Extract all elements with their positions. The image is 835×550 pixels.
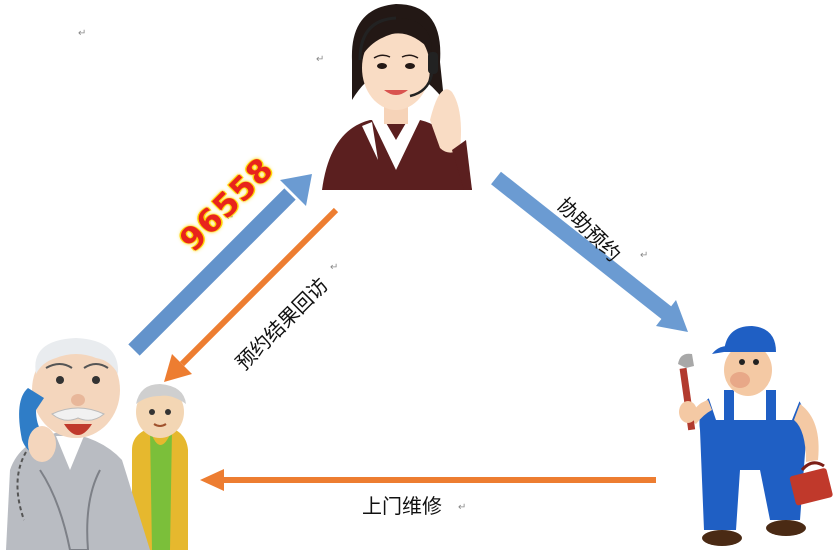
arrow-callback <box>164 207 339 382</box>
arrow-repair <box>200 469 656 491</box>
elderly-couple-illustration <box>6 338 188 550</box>
paragraph-mark: ↵ <box>640 250 649 261</box>
paragraph-mark: ↵ <box>458 502 467 513</box>
arrow-call-in <box>128 174 312 356</box>
repairman-illustration <box>678 326 833 546</box>
paragraph-mark: ↵ <box>226 212 235 223</box>
paragraph-mark: ↵ <box>78 28 87 39</box>
arrow-assist <box>491 171 688 332</box>
onsite-repair-label: 上门维修 <box>362 494 442 518</box>
operator-illustration <box>322 4 472 190</box>
paragraph-mark: ↵ <box>316 54 325 65</box>
paragraph-mark: ↵ <box>330 262 339 273</box>
